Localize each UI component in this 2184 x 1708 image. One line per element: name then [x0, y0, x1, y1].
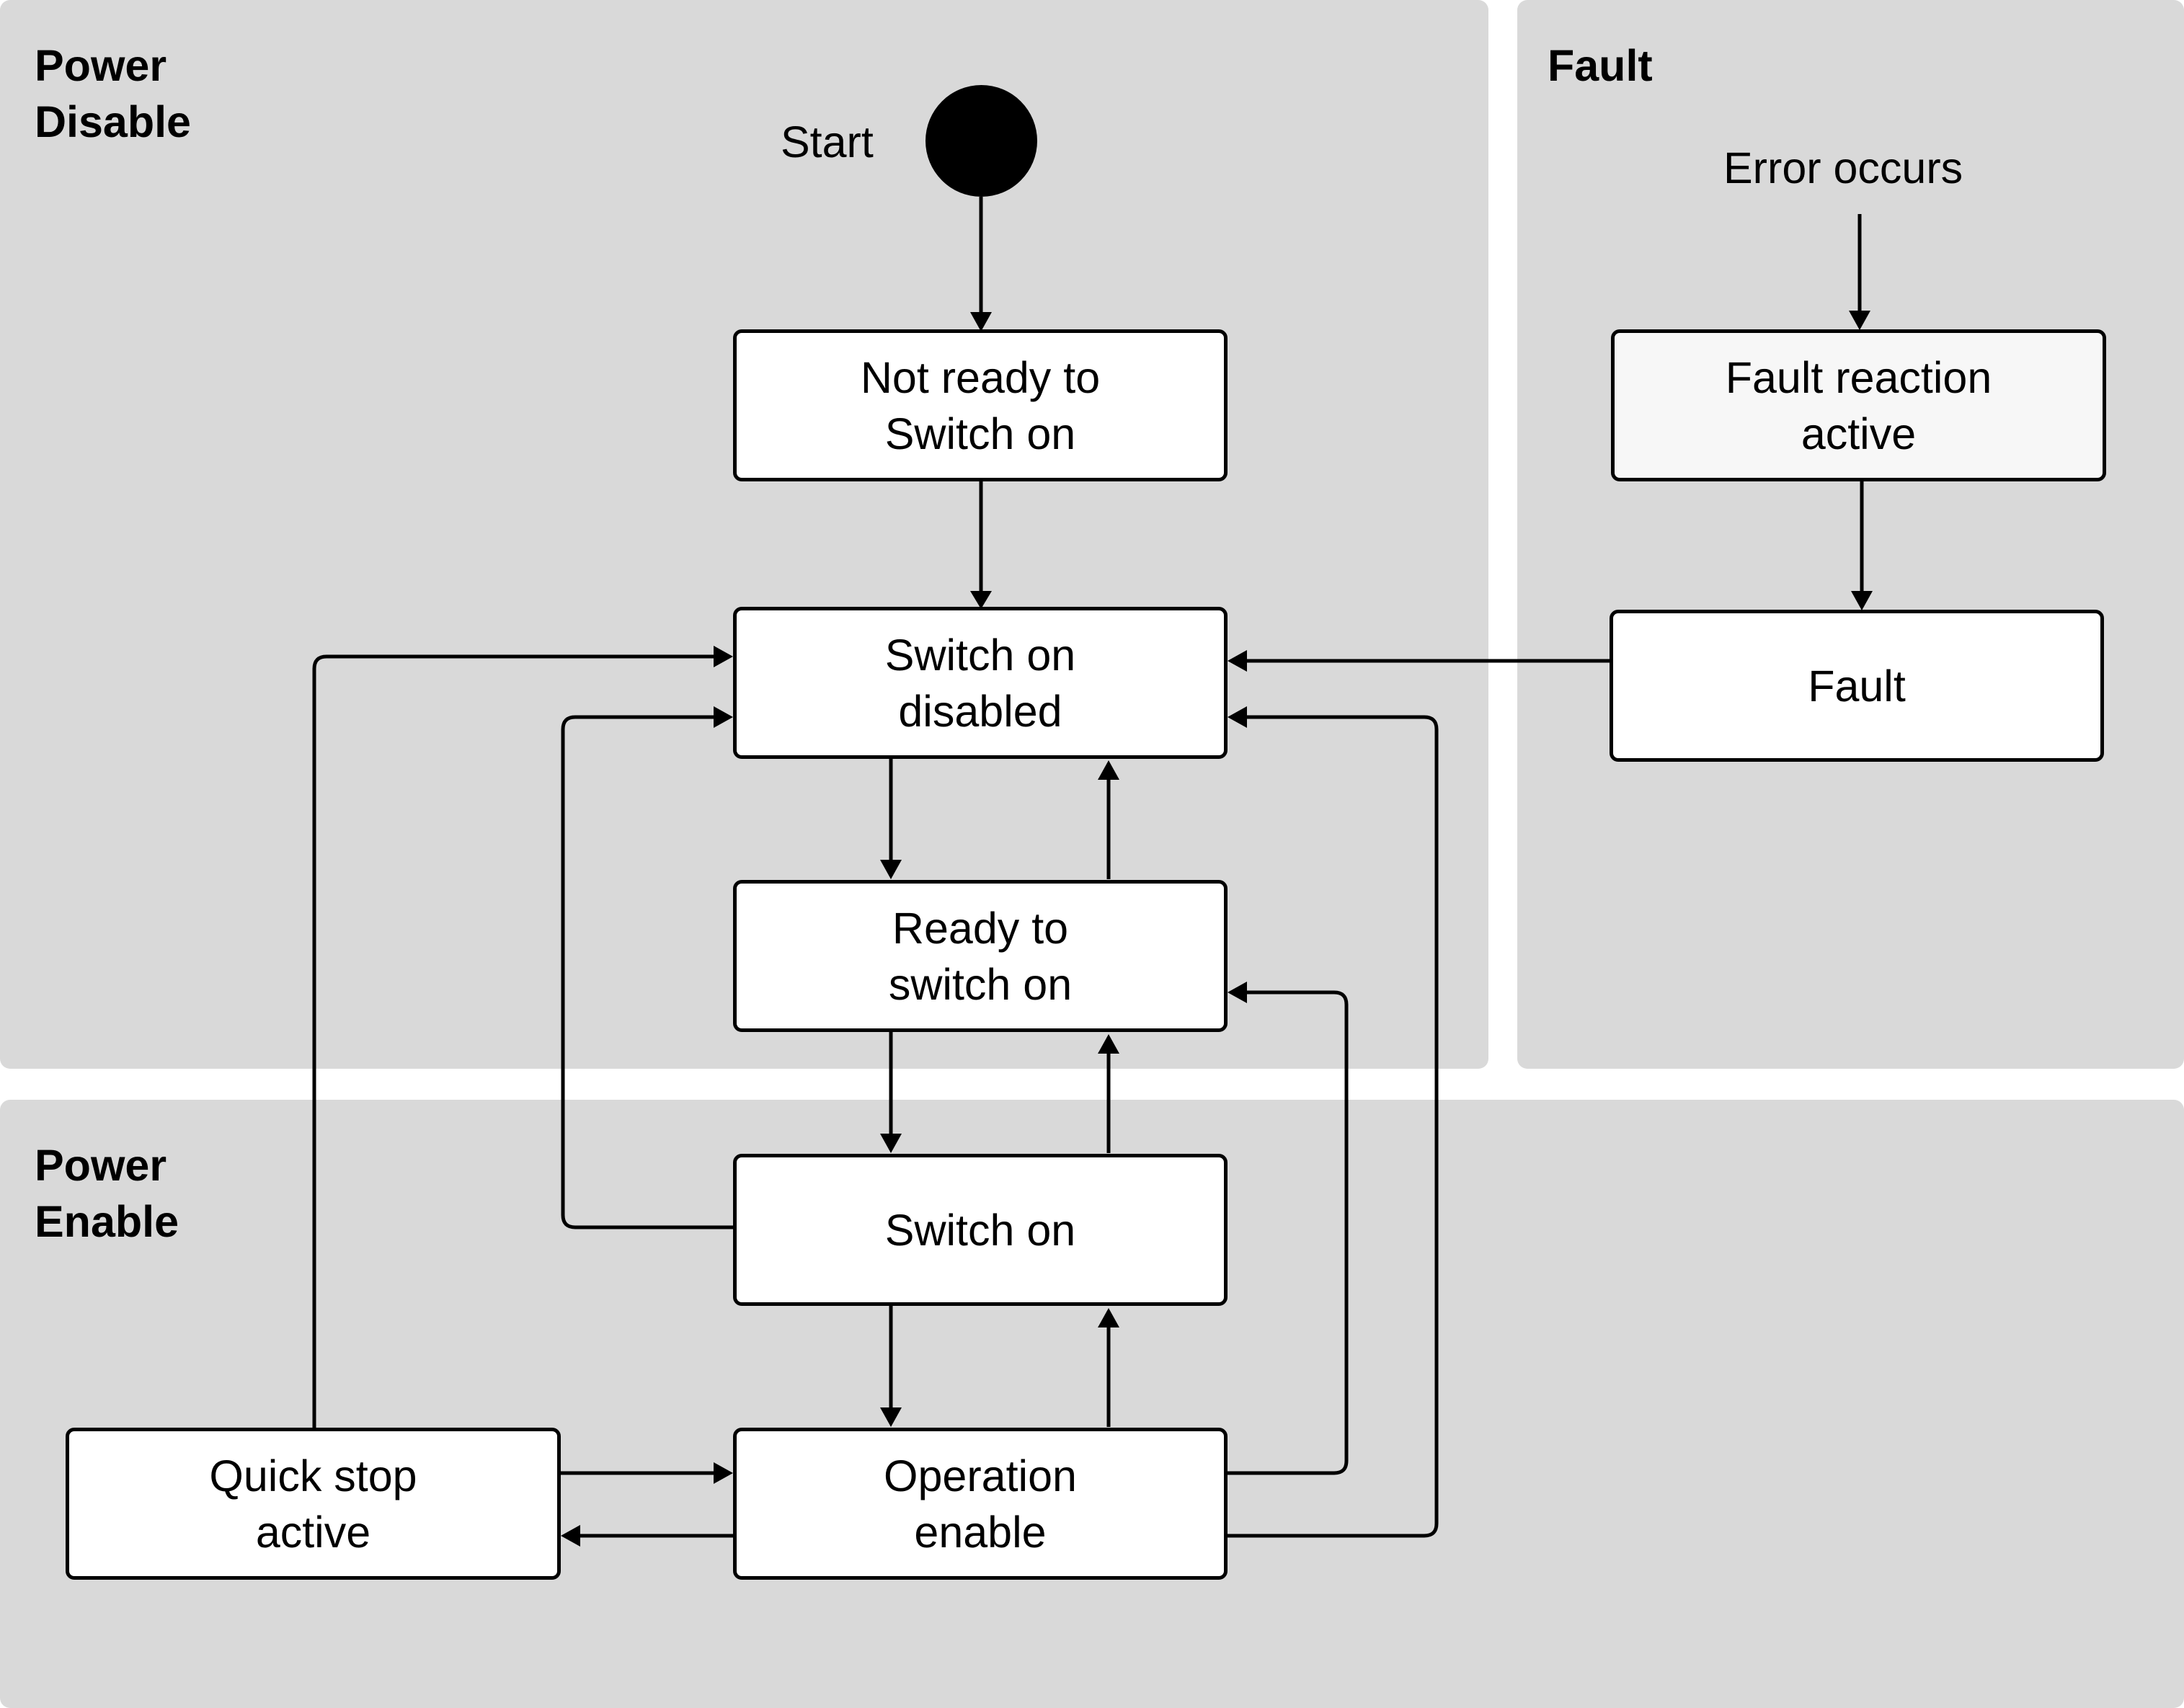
arrowhead-start-to-not-ready: [970, 312, 992, 332]
arrowhead-error-to-fault-reaction: [1849, 311, 1870, 330]
arrowhead-switch-on-to-operation-enable: [880, 1407, 902, 1427]
arrowhead-quick-stop-to-operation-enable: [714, 1462, 733, 1484]
arrowhead-fault-to-switch-on-disabled: [1228, 650, 1247, 672]
state-switch-on: Switch on: [733, 1154, 1228, 1306]
state-ready-to-switch-on: Ready to switch on: [733, 880, 1228, 1032]
region-title-fault: Fault: [1548, 41, 1653, 90]
arrowhead-switch-on-to-switch-on-disabled: [714, 706, 733, 728]
state-operation-enable: Operation enable: [733, 1428, 1228, 1580]
region-title-power-enable: Power Enable: [35, 1141, 179, 1246]
arrowhead-fault-reaction-to-fault: [1851, 591, 1873, 610]
arrowhead-operation-enable-to-switch-on: [1098, 1308, 1119, 1327]
region-fault: Fault: [1517, 0, 2184, 1069]
transition-operation-enable-to-ready: [1228, 990, 1349, 1475]
transition-quick-stop-to-switch-on-disabled: [312, 654, 714, 1428]
arrowhead-operation-enable-to-quick-stop: [561, 1525, 580, 1547]
state-fault-reaction-active: Fault reaction active: [1611, 329, 2106, 481]
state-not-ready-to-switch-on: Not ready to Switch on: [733, 329, 1228, 481]
error-occurs-label: Error occurs: [1723, 143, 1963, 192]
state-switch-on-disabled: Switch on disabled: [733, 607, 1228, 759]
region-title-power-disable: Power Disable: [35, 41, 191, 146]
arrowhead-switch-on-to-ready: [1098, 1034, 1119, 1054]
start-label: Start: [781, 117, 874, 166]
arrowhead-quick-stop-to-switch-on-disabled: [714, 646, 733, 667]
state-quick-stop-active: Quick stop active: [66, 1428, 561, 1580]
arrowhead-operation-enable-to-ready: [1228, 982, 1247, 1003]
state-fault: Fault: [1610, 610, 2104, 762]
arrowhead-ready-to-switch-on: [880, 1134, 902, 1153]
arrowhead-operation-enable-to-switch-on-disabled: [1228, 706, 1247, 728]
arrowhead-not-ready-to-switch-on-disabled: [970, 591, 992, 609]
transition-switch-on-to-switch-on-disabled: [561, 715, 733, 1229]
arrowhead-switch-on-disabled-to-ready: [880, 860, 902, 879]
transition-operation-enable-to-switch-on-disabled: [1228, 715, 1439, 1538]
initial-state-node: [925, 85, 1037, 197]
arrowhead-ready-to-switch-on-disabled: [1098, 760, 1119, 780]
